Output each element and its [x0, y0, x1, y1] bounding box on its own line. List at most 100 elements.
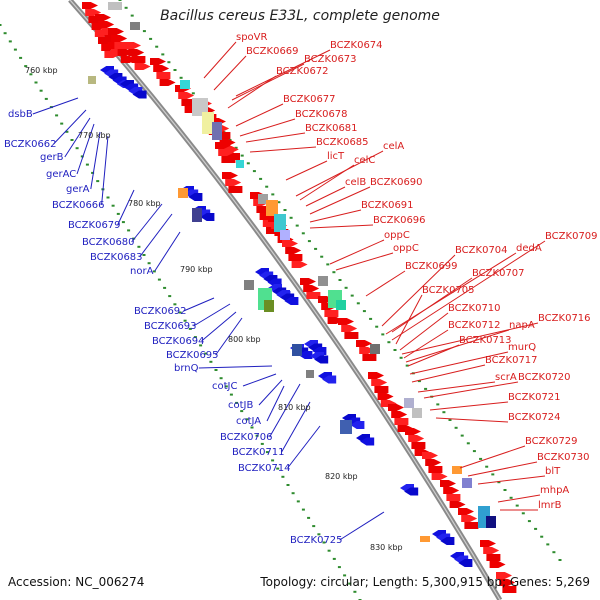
- forward-gene-arrow: [371, 379, 388, 386]
- inner-track-tick: [291, 492, 295, 495]
- inner-track-tick: [271, 459, 275, 462]
- inner-track-tick: [137, 245, 141, 248]
- gene-label-napa[interactable]: napA: [509, 320, 535, 331]
- gene-label-bczk0704[interactable]: BCZK0704: [455, 245, 508, 256]
- gene-label-dsbb[interactable]: dsbB: [8, 109, 33, 120]
- gene-label-scra[interactable]: scrA: [495, 372, 517, 383]
- leader-line-celc: [299, 164, 355, 201]
- gene-label-bczk0695[interactable]: BCZK0695: [166, 350, 219, 361]
- gene-label-bczk0721[interactable]: BCZK0721: [508, 392, 561, 403]
- leader-line-nora: [154, 231, 181, 272]
- gene-label-bczk0678[interactable]: BCZK0678: [295, 109, 348, 120]
- gene-label-bczk0724[interactable]: BCZK0724: [508, 412, 561, 423]
- outer-track-tick: [381, 333, 385, 336]
- leader-line-bczk0693: [193, 303, 231, 327]
- gene-label-lmrb[interactable]: lmrB: [538, 500, 562, 511]
- leader-line-bczk0713: [407, 344, 460, 367]
- gene-label-bczk0705[interactable]: BCZK0705: [422, 285, 475, 296]
- gene-label-gerac[interactable]: gerAC: [46, 169, 76, 180]
- gene-label-cotjb[interactable]: cotJB: [228, 400, 253, 411]
- reverse-feature-block: [88, 76, 96, 84]
- reverse-gene-arrow: [440, 537, 455, 545]
- outer-track-tick: [240, 154, 244, 157]
- reverse-feature-block: [244, 280, 254, 290]
- gene-label-cotja[interactable]: cotJA: [236, 416, 261, 427]
- gene-label-bczk0666[interactable]: BCZK0666: [52, 200, 105, 211]
- gene-label-gerb[interactable]: gerB: [40, 152, 64, 163]
- inner-track-tick: [183, 319, 187, 322]
- leader-line-bczk0729: [459, 445, 526, 469]
- outer-track-tick: [332, 271, 336, 274]
- forward-gene-block: [374, 386, 389, 393]
- gene-label-bczk0730[interactable]: BCZK0730: [537, 452, 590, 463]
- gene-label-cotjc[interactable]: cotJC: [212, 381, 237, 392]
- gene-label-bczk0711[interactable]: BCZK0711: [232, 447, 285, 458]
- gene-label-bczk0662[interactable]: BCZK0662: [4, 139, 57, 150]
- outer-track-tick: [497, 481, 501, 484]
- gene-label-bczk0680[interactable]: BCZK0680: [82, 237, 135, 248]
- gene-label-mhpa[interactable]: mhpA: [540, 485, 569, 496]
- forward-gene-arrow: [496, 572, 512, 579]
- gene-label-bczk0681[interactable]: BCZK0681: [305, 123, 358, 134]
- gene-label-bczk0694[interactable]: BCZK0694: [152, 336, 205, 347]
- gene-label-bczk0683[interactable]: BCZK0683: [90, 252, 143, 263]
- gene-label-bczk0692[interactable]: BCZK0692: [134, 306, 187, 317]
- forward-gene-arrow: [341, 325, 358, 332]
- gene-label-bczk0707[interactable]: BCZK0707: [472, 268, 525, 279]
- gene-label-oppc[interactable]: oppC: [393, 243, 419, 254]
- leader-line-deda: [385, 252, 517, 335]
- gene-label-bczk0677[interactable]: BCZK0677: [283, 94, 336, 105]
- inner-track-tick: [245, 418, 249, 421]
- gene-label-bczk0717[interactable]: BCZK0717: [485, 355, 538, 366]
- inner-track-tick: [265, 451, 269, 454]
- forward-gene-block: [486, 554, 501, 561]
- gene-label-bczk0713[interactable]: BCZK0713: [459, 335, 512, 346]
- gene-label-bczk0716[interactable]: BCZK0716: [538, 313, 591, 324]
- gene-label-blt[interactable]: blT: [545, 466, 561, 477]
- forward-gene-arrow: [461, 515, 478, 522]
- feature-block: [202, 112, 214, 134]
- forward-gene-arrow: [368, 372, 384, 379]
- gene-label-bczk0714[interactable]: BCZK0714: [238, 463, 291, 474]
- forward-gene-block: [324, 310, 339, 317]
- gene-label-bczk0720[interactable]: BCZK0720: [518, 372, 571, 383]
- gene-label-bczk0690[interactable]: BCZK0690: [370, 177, 423, 188]
- gene-label-bczk0673[interactable]: BCZK0673: [304, 54, 357, 65]
- gene-label-bczk0672[interactable]: BCZK0672: [276, 66, 329, 77]
- feature-block: [462, 478, 472, 488]
- feature-block: [412, 408, 422, 418]
- gene-label-bczk0685[interactable]: BCZK0685: [316, 137, 369, 148]
- inner-track-tick: [127, 229, 131, 232]
- gene-label-bczk0679[interactable]: BCZK0679: [68, 220, 121, 231]
- gene-label-bczk0725[interactable]: BCZK0725: [290, 535, 343, 546]
- gene-label-oppc[interactable]: oppC: [384, 230, 410, 241]
- gene-label-bczk0674[interactable]: BCZK0674: [330, 40, 383, 51]
- gene-label-bczk0710[interactable]: BCZK0710: [448, 303, 501, 314]
- gene-label-cela[interactable]: celA: [383, 141, 404, 152]
- feature-block: [370, 344, 380, 354]
- gene-label-bczk0712[interactable]: BCZK0712: [448, 320, 501, 331]
- forward-gene-arrow: [159, 79, 176, 86]
- gene-label-gera[interactable]: gerA: [66, 184, 90, 195]
- gene-label-bczk0693[interactable]: BCZK0693: [144, 321, 197, 332]
- outer-track-tick: [460, 434, 464, 437]
- gene-label-bczk0691[interactable]: BCZK0691: [361, 200, 414, 211]
- gene-label-deda[interactable]: dedA: [516, 243, 542, 254]
- inner-track-tick: [13, 48, 17, 51]
- inner-track-tick: [281, 475, 285, 478]
- gene-label-bczk0729[interactable]: BCZK0729: [525, 436, 578, 447]
- forward-gene-block: [181, 99, 196, 106]
- gene-label-brnq[interactable]: brnQ: [174, 363, 199, 374]
- outer-track-tick: [155, 45, 159, 48]
- gene-label-bczk0669[interactable]: BCZK0669: [246, 46, 299, 57]
- gene-label-lict[interactable]: licT: [327, 151, 345, 162]
- gene-label-nora[interactable]: norA: [130, 266, 154, 277]
- gene-label-celc[interactable]: celC: [354, 155, 375, 166]
- gene-label-celb[interactable]: celB: [345, 177, 366, 188]
- gene-label-bczk0706[interactable]: BCZK0706: [220, 432, 273, 443]
- gene-label-bczk0709[interactable]: BCZK0709: [545, 231, 598, 242]
- gene-label-bczk0699[interactable]: BCZK0699: [405, 261, 458, 272]
- gene-label-bczk0696[interactable]: BCZK0696: [373, 215, 426, 226]
- gene-label-murq[interactable]: murQ: [508, 342, 536, 353]
- gene-label-spovr[interactable]: spoVR: [236, 32, 268, 43]
